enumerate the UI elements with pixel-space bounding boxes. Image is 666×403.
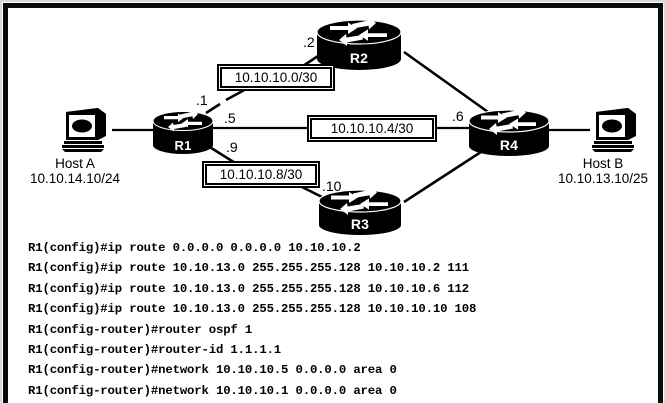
interface-label-r1-dot5: .5 [224,110,236,126]
host-b-address: 10.10.13.10/25 [557,171,649,187]
link-r2-r4 [403,50,489,114]
router-icon [152,109,214,154]
router-icon [316,17,402,70]
host-b-caption: Host B 10.10.13.10/25 [540,156,666,186]
interface-label-r3-dot10: .10 [322,178,342,194]
router-r1-label: R1 [174,138,192,153]
link-r1-r2-seg1 [205,102,221,115]
cli-line: R1(config-router)#network 10.10.10.5 0.0… [28,363,397,378]
router-r4-node: R4 [468,106,550,158]
host-a-node [58,106,114,154]
router-icon [468,106,550,156]
cli-output-block: R1(config)#ip route 0.0.0.0 0.0.0.0 10.1… [0,238,666,403]
host-a-address: 10.10.14.10/24 [29,171,121,187]
router-r4-label: R4 [499,137,519,153]
subnet-label-10-10-10-0-30: 10.10.10.0/30 [220,67,332,88]
host-a-name: Host A [55,156,95,171]
cli-line: R1(config)#ip route 10.10.13.0 255.255.2… [28,261,469,276]
link-r1-r2-seg2 [225,86,249,102]
workstation-icon [592,108,636,152]
interface-label-r1-dot1: .1 [196,92,208,108]
link-r3-r4 [403,148,485,204]
router-r1-node: R1 [152,108,214,156]
workstation-icon [62,108,106,152]
router-r2-node: R2 [316,16,402,72]
cli-line: R1(config)#ip route 0.0.0.0 0.0.0.0 10.1… [28,241,361,255]
cli-line: R1(config-router)#network 10.10.10.1 0.0… [28,383,397,398]
network-topology-diagram: Host A 10.10.14.10/24 Host B 10.10.13.10… [0,16,666,236]
host-b-name: Host B [582,156,624,171]
subnet-label-10-10-10-4-30: 10.10.10.4/30 [310,118,434,139]
host-a-caption: Host A 10.10.14.10/24 [0,156,150,186]
router-icon [318,186,402,235]
interface-label-r1-dot9: .9 [226,139,238,155]
cli-line: R1(config-router)#router-id 1.1.1.1 [28,343,282,358]
cli-line: R1(config)#ip route 10.10.13.0 255.255.2… [28,281,469,296]
cli-line: R1(config)#ip route 10.10.13.0 255.255.2… [28,302,477,317]
router-r2-label: R2 [349,50,369,66]
topology-link-lines [112,46,590,204]
link-r1-r3-seg1 [207,144,241,168]
router-r3-node: R3 [318,186,402,236]
interface-label-r2-dot2: .2 [303,34,315,50]
host-b-node [588,106,644,154]
cli-line: R1(config-router)#router ospf 1 [28,322,253,337]
router-r3-label: R3 [350,216,370,232]
interface-label-r4-dot6: .6 [452,108,464,124]
subnet-label-10-10-10-8-30: 10.10.10.8/30 [205,164,317,185]
